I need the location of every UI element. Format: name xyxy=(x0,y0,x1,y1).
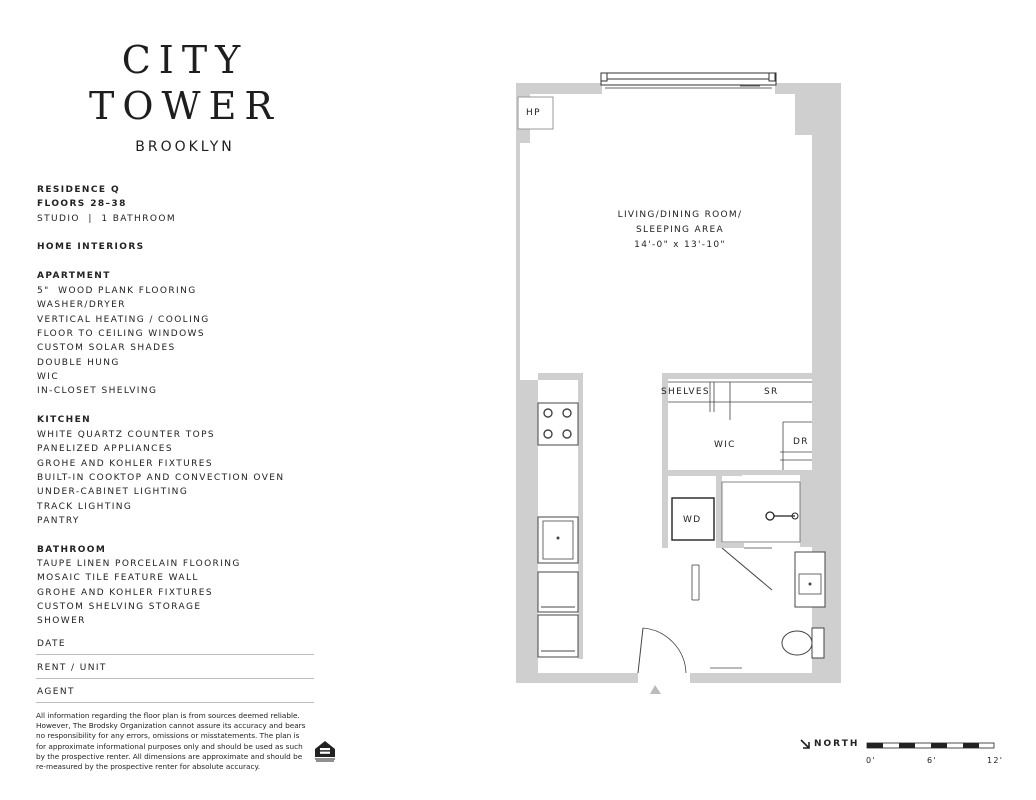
apartment-item: WIC xyxy=(37,372,60,382)
shelves xyxy=(668,381,812,470)
home-interiors-heading: HOME INTERIORS xyxy=(37,242,145,252)
scale-tick-6: 6' xyxy=(927,756,937,765)
floor-plan xyxy=(516,72,841,694)
towel-rack xyxy=(691,564,700,601)
dr-label: DR xyxy=(793,437,809,447)
rent-unit-label: RENT / UNIT xyxy=(37,663,107,673)
window xyxy=(600,72,777,89)
shelves-label: SHELVES xyxy=(661,387,710,397)
logo-brooklyn: BROOKLYN xyxy=(135,139,235,155)
entry-marker xyxy=(650,685,661,694)
sr-label: SR xyxy=(764,387,779,397)
wic-label: WIC xyxy=(714,440,736,450)
logo-tower: TOWER xyxy=(89,84,281,128)
living-room-label-line2: SLEEPING AREA xyxy=(636,225,724,235)
kitchen-item: PANTRY xyxy=(37,516,80,526)
kitchen-item: TRACK LIGHTING xyxy=(37,502,133,512)
rent-unit-line xyxy=(36,678,314,679)
apartment-item: VERTICAL HEATING / COOLING xyxy=(37,315,210,325)
apartment-item: DOUBLE HUNG xyxy=(37,358,120,368)
fridge xyxy=(537,571,579,658)
residence-name: RESIDENCE Q xyxy=(37,185,120,195)
bath-vanity xyxy=(794,551,826,608)
washer-dryer xyxy=(671,497,715,541)
living-room-label: LIVING/DINING ROOM/ SLEEPING AREA 14'-0"… xyxy=(580,208,780,253)
apartment-item: FLOOR TO CEILING WINDOWS xyxy=(37,329,205,339)
kitchen-item: PANELIZED APPLIANCES xyxy=(37,444,173,454)
kitchen-item: UNDER-CABINET LIGHTING xyxy=(37,487,189,497)
hp-unit xyxy=(517,96,554,130)
bathroom-heading: BATHROOM xyxy=(37,545,107,555)
apartment-item: CUSTOM SOLAR SHADES xyxy=(37,343,176,353)
kitchen-heading: KITCHEN xyxy=(37,415,92,425)
kitchen-item: WHITE QUARTZ COUNTER TOPS xyxy=(37,430,216,440)
apartment-heading: APARTMENT xyxy=(37,271,111,281)
hp-label: HP xyxy=(526,108,541,118)
scale-tick-0: 0' xyxy=(866,756,876,765)
residence-type: STUDIO | 1 BATHROOM xyxy=(37,214,177,224)
north-arrow-icon xyxy=(800,739,810,749)
equal-housing-icon xyxy=(315,741,335,762)
bathroom-item: MOSAIC TILE FEATURE WALL xyxy=(37,573,199,583)
cooktop xyxy=(537,402,579,446)
bathroom-item: SHOWER xyxy=(37,616,86,626)
date-label: DATE xyxy=(37,639,67,649)
apartment-item: IN-CLOSET SHELVING xyxy=(37,386,158,396)
living-room-dims: 14'-0" x 13'-10" xyxy=(634,240,726,250)
scale-bar xyxy=(866,742,995,749)
date-line xyxy=(36,654,314,655)
entry-door xyxy=(637,627,742,674)
bathroom-item: GROHE AND KOHLER FIXTURES xyxy=(37,588,213,598)
logo-city: CITY xyxy=(121,38,249,82)
agent-label: AGENT xyxy=(37,687,75,697)
apartment-item: WASHER/DRYER xyxy=(37,300,126,310)
bathroom-item: TAUPE LINEN PORCELAIN FLOORING xyxy=(37,559,241,569)
scale-tick-12: 12' xyxy=(987,756,1004,765)
agent-line xyxy=(36,702,314,703)
bathroom-item: CUSTOM SHELVING STORAGE xyxy=(37,602,202,612)
residence-floors: FLOORS 28–38 xyxy=(37,199,127,209)
disclaimer: All information regarding the floor plan… xyxy=(36,711,306,772)
wd-label: WD xyxy=(683,515,702,525)
shower xyxy=(721,481,801,591)
kitchen-item: BUILT-IN COOKTOP AND CONVECTION OVEN xyxy=(37,473,285,483)
apartment-item: 5" WOOD PLANK FLOORING xyxy=(37,286,197,296)
toilet xyxy=(781,627,825,659)
living-room-label-line1: LIVING/DINING ROOM/ xyxy=(617,210,743,220)
kitchen-item: GROHE AND KOHLER FIXTURES xyxy=(37,459,213,469)
kitchen-sink xyxy=(537,516,579,564)
north-label: NORTH xyxy=(814,739,860,749)
